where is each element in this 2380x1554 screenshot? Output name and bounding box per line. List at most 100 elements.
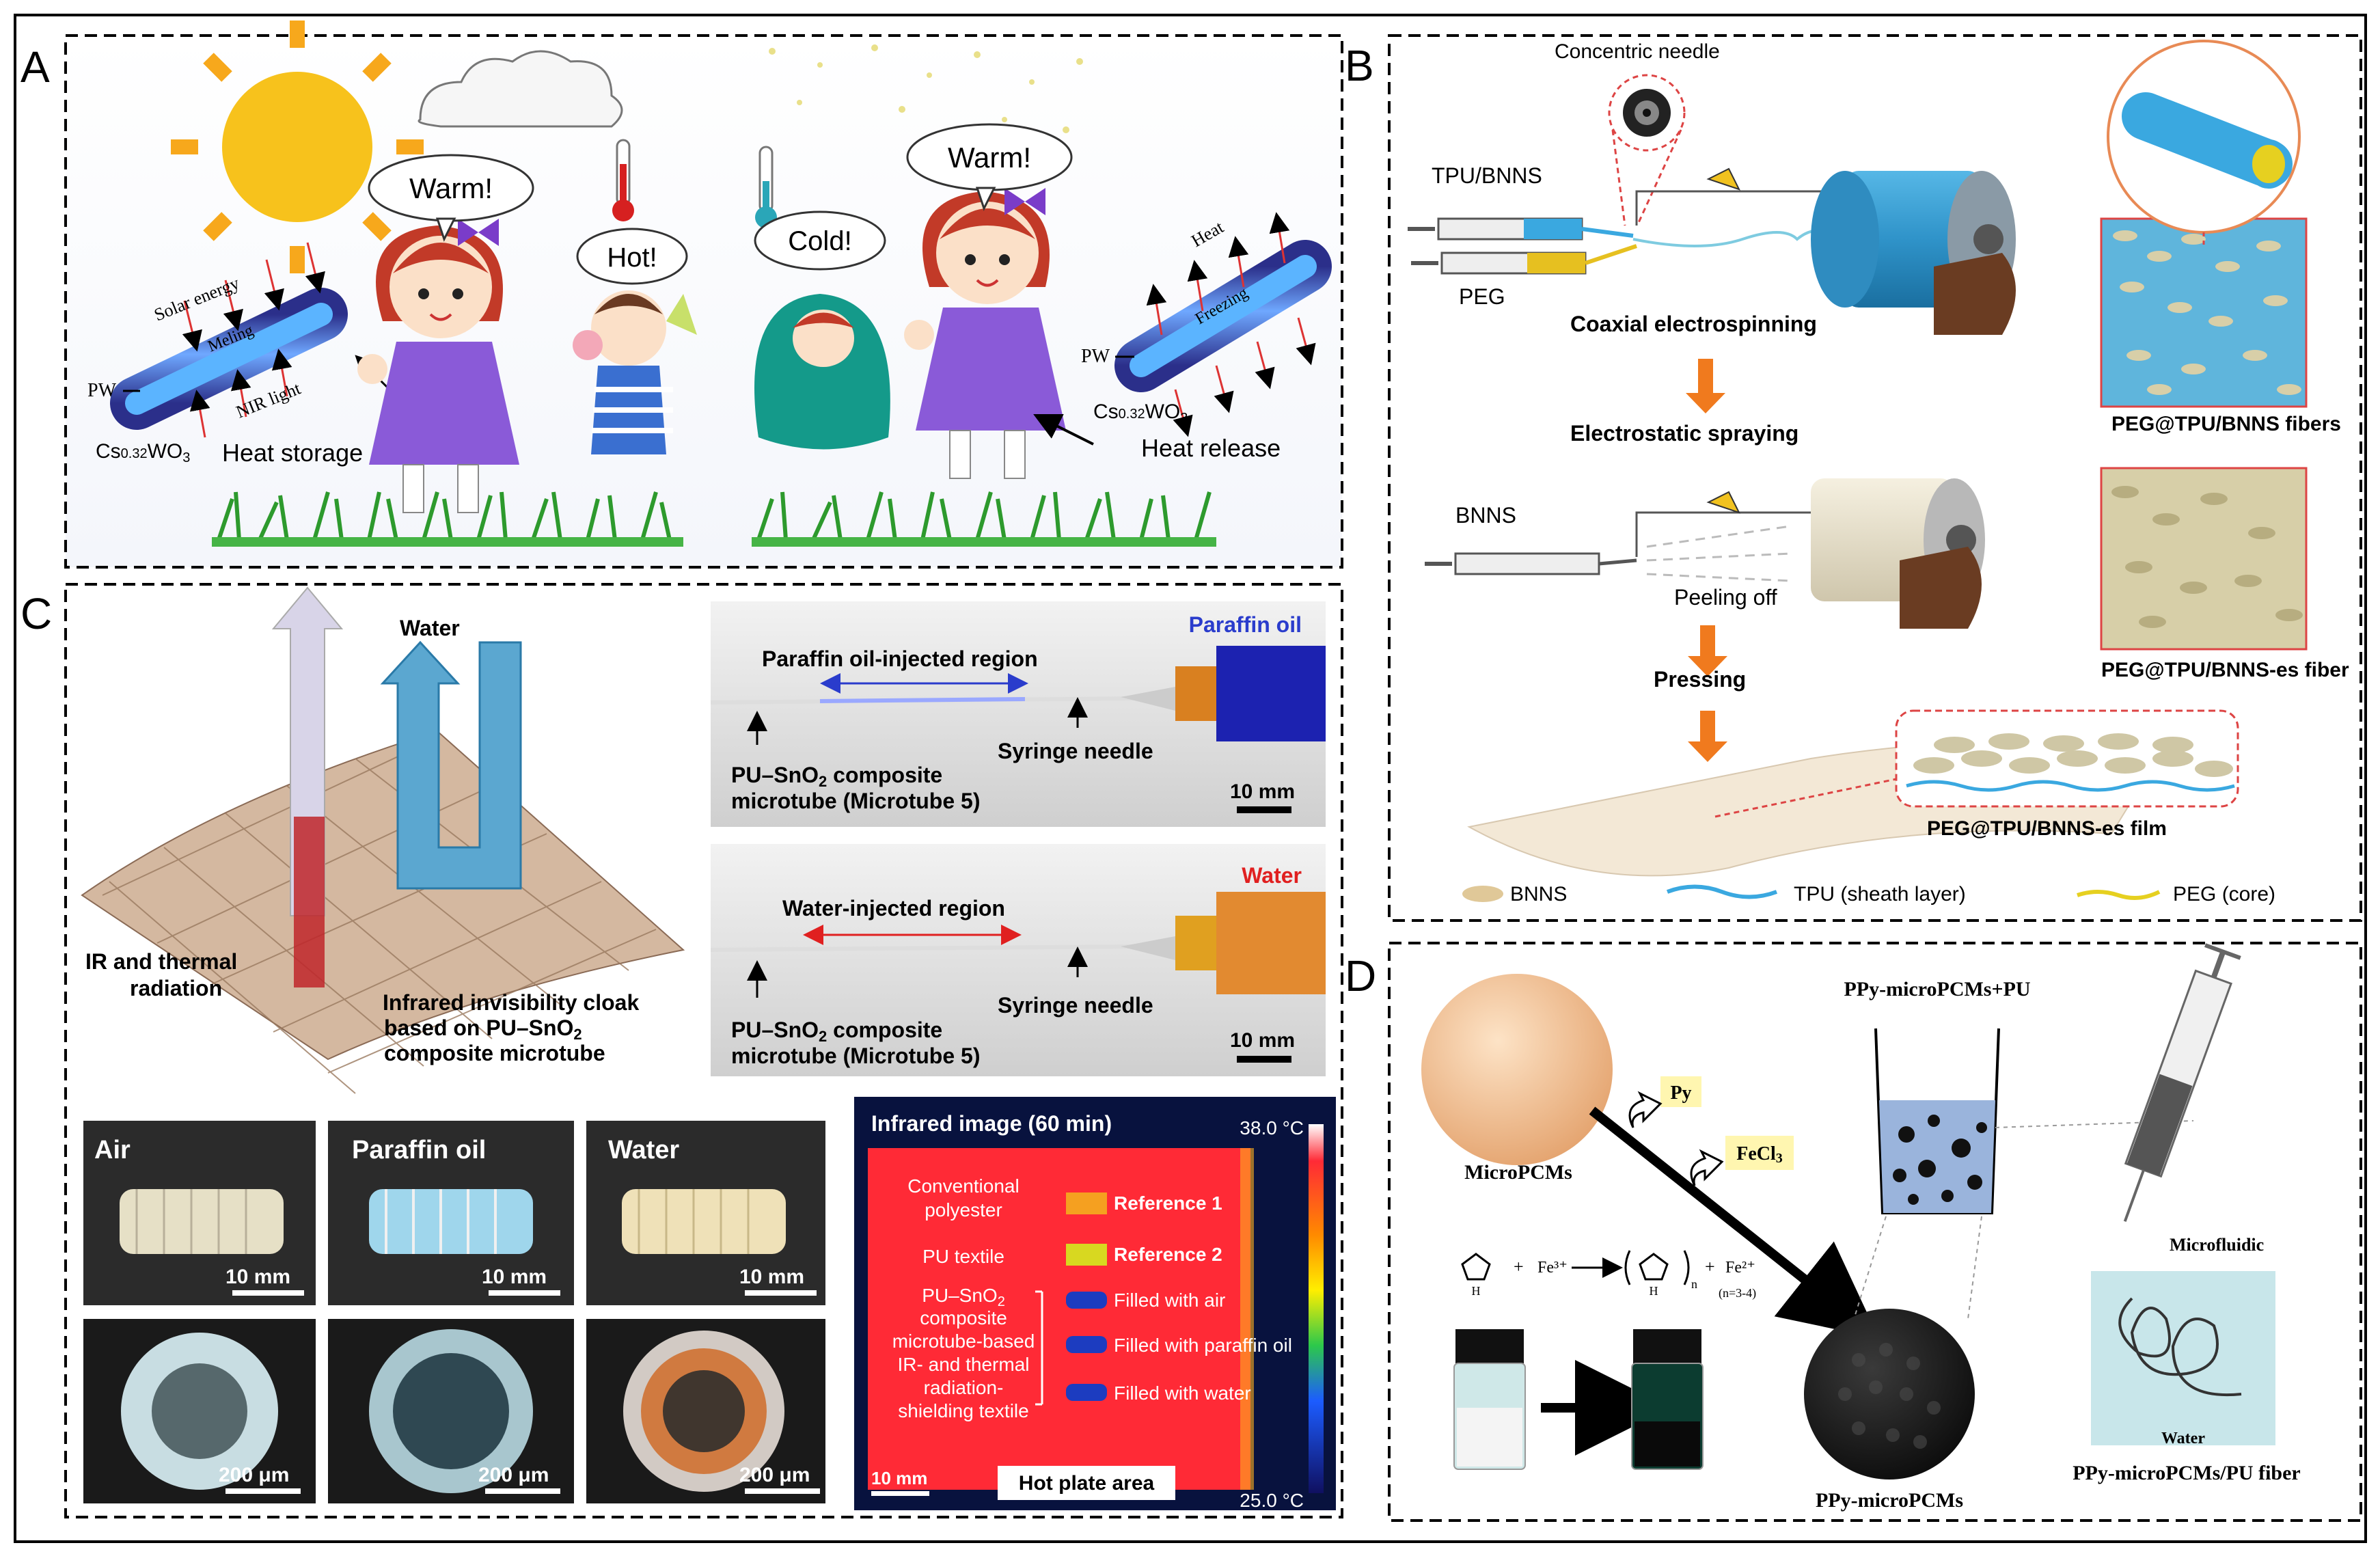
arrow-down-2 xyxy=(1688,625,1727,677)
bnns-label: BNNS xyxy=(1455,503,1516,528)
photo-air-label: Air xyxy=(94,1136,131,1164)
ir-conv-2: polyester xyxy=(925,1199,1002,1221)
ir-sample-air xyxy=(1066,1292,1107,1309)
bnns-flakes xyxy=(2113,230,2301,395)
high-voltage-icon-2 xyxy=(1706,491,1740,514)
ppy-micropcms-label: PPy-microPCMs xyxy=(1816,1489,1963,1512)
ir-ref1-label: Reference 1 xyxy=(1114,1192,1222,1214)
bubble-warm-right-text: Warm! xyxy=(948,141,1031,174)
concentric-needle-label: Concentric needle xyxy=(1555,40,1720,63)
ir-water-label: Filled with water xyxy=(1114,1382,1251,1404)
cloak-label-3: composite microtube xyxy=(384,1041,605,1065)
panel-c: C Water IR and thermal radiation Infrare… xyxy=(20,583,1343,1518)
pyrrole-structure xyxy=(1461,1253,1491,1281)
micrograph-air xyxy=(83,1319,316,1503)
reaction-arrow xyxy=(1589,1106,1879,1339)
ir-conv-1: Conventional xyxy=(907,1175,1019,1197)
cswo-left-label: Cs0.32WO3 xyxy=(96,440,190,465)
rxn-h2: H xyxy=(1650,1284,1658,1298)
fiber-tube-left xyxy=(110,242,348,438)
panel-d-letter: D xyxy=(1345,951,1376,1000)
panel-b: B Concentric needle TPU/BNNS PEG xyxy=(1345,34,2362,922)
water-tag: Water xyxy=(1242,863,1302,888)
ir-hot-plate-tag xyxy=(998,1466,1175,1500)
photo-paraffin-scale: 10 mm xyxy=(482,1266,547,1288)
coaxial-label: Coaxial electrospinning xyxy=(1570,312,1817,336)
paraffin-region-label: Paraffin oil-injected region xyxy=(762,646,1038,671)
pu-sno2-label-2a: PU–SnO2 composite xyxy=(731,1018,942,1045)
child-cold xyxy=(754,294,890,450)
photo-air xyxy=(83,1121,316,1305)
syringe-bnns-icon xyxy=(1425,552,1637,575)
micrograph-paraffin xyxy=(328,1319,574,1503)
cloak-label-1: Infrared invisibility cloak xyxy=(383,990,639,1015)
girl-hot xyxy=(573,290,697,454)
es-fiber-label: PEG@TPU/BNNS-es fiber xyxy=(2101,659,2349,681)
ir-paraffin-label: Filled with paraffin oil xyxy=(1114,1335,1292,1356)
legend-tpu-label: TPU (sheath layer) xyxy=(1794,883,1966,905)
pu-sno2-label-1b: microtube (Microtube 5) xyxy=(731,789,980,813)
vial-before xyxy=(1453,1329,1526,1470)
photo-paraffin xyxy=(328,1121,574,1305)
ppy-micropcm-sphere xyxy=(1804,1309,1975,1480)
ir-label-1: IR and thermal xyxy=(85,949,237,974)
electrostatic-label: Electrostatic spraying xyxy=(1570,421,1798,446)
cloud-icon xyxy=(418,50,623,128)
high-voltage-icon xyxy=(1706,167,1740,191)
photo-water xyxy=(586,1121,825,1305)
ir-colorbar xyxy=(1309,1124,1324,1493)
pu-sno2-label-2b: microtube (Microtube 5) xyxy=(731,1044,980,1068)
micrograph-water xyxy=(586,1319,825,1503)
water-label-d: Water xyxy=(2161,1430,2205,1447)
panel-a-letter: A xyxy=(20,42,50,92)
arrow-down-3 xyxy=(1688,711,1727,762)
collector-drum-1 xyxy=(1811,171,2016,335)
ir-pu-textile: PU textile xyxy=(922,1246,1004,1267)
coaxial-fiber-icon xyxy=(2122,92,2293,189)
polypyrrole-structure xyxy=(1624,1250,1690,1285)
scale-10mm-2: 10 mm xyxy=(1230,1029,1295,1052)
bubble-hot xyxy=(576,228,688,285)
panel-a: A xyxy=(20,21,1343,569)
pw-right-label: PW xyxy=(1081,346,1110,367)
syringe-needle-label-1: Syringe needle xyxy=(998,739,1153,763)
ir-comp-5: radiation- xyxy=(924,1377,1004,1398)
water-u-arrow-icon xyxy=(380,640,522,890)
ir-temp-min: 25.0 °C xyxy=(1240,1490,1304,1511)
micropcms-label: MicroPCMs xyxy=(1464,1161,1572,1184)
girl-warm-left xyxy=(357,219,519,513)
peeling-label: Peeling off xyxy=(1674,585,1777,610)
panel-b-letter: B xyxy=(1345,41,1374,90)
micrograph-water-scale: 200 μm xyxy=(739,1464,810,1486)
ir-comp-4: IR- and thermal xyxy=(898,1354,1030,1375)
microfluidic-label: Microfluidic xyxy=(2170,1235,2264,1255)
rxn-fe2: Fe²⁺ xyxy=(1725,1259,1755,1277)
fecl3-tag xyxy=(1725,1136,1794,1170)
rxn-h1: H xyxy=(1472,1284,1481,1298)
beaker-label: PPy-microPCMs+PU xyxy=(1844,978,2030,1000)
micrograph-paraffin-scale: 200 μm xyxy=(478,1464,549,1486)
py-label: Py xyxy=(1670,1082,1691,1104)
panel-d: D MicroPCMs Py FeCl3 H + Fe³⁺ H n + Fe²⁺… xyxy=(1345,942,2362,1522)
ir-comp-1: PU–SnO2 xyxy=(922,1285,1005,1309)
legend-tpu-icon xyxy=(1666,884,1778,899)
ir-hot-plate-label: Hot plate area xyxy=(1019,1472,1155,1495)
syringe-peg-icon xyxy=(1411,244,1637,275)
syringe-tpu-icon xyxy=(1408,217,1634,241)
cloak-label-2: based on PU–SnO2 xyxy=(384,1015,582,1043)
photo-water-label: Water xyxy=(608,1136,679,1164)
heat-storage-label: Heat storage xyxy=(222,439,363,467)
photo-air-scale: 10 mm xyxy=(225,1266,290,1288)
micropcm-sphere xyxy=(1421,974,1613,1165)
es-film-label: PEG@TPU/BNNS-es film xyxy=(1927,817,2167,840)
girl-warm-right xyxy=(904,188,1066,479)
bubble-hot-text: Hot! xyxy=(607,243,657,273)
bubble-warm-left-text: Warm! xyxy=(409,172,493,204)
ir-title: Infrared image (60 min) xyxy=(871,1111,1112,1136)
ir-air-label: Filled with air xyxy=(1114,1290,1225,1311)
bubble-cold-text: Cold! xyxy=(788,226,851,256)
grass-right xyxy=(756,491,1212,541)
ir-sample-ref2 xyxy=(1066,1244,1107,1266)
legend-peg-label: PEG (core) xyxy=(2173,883,2275,905)
ir-label-2: radiation xyxy=(130,976,222,1000)
